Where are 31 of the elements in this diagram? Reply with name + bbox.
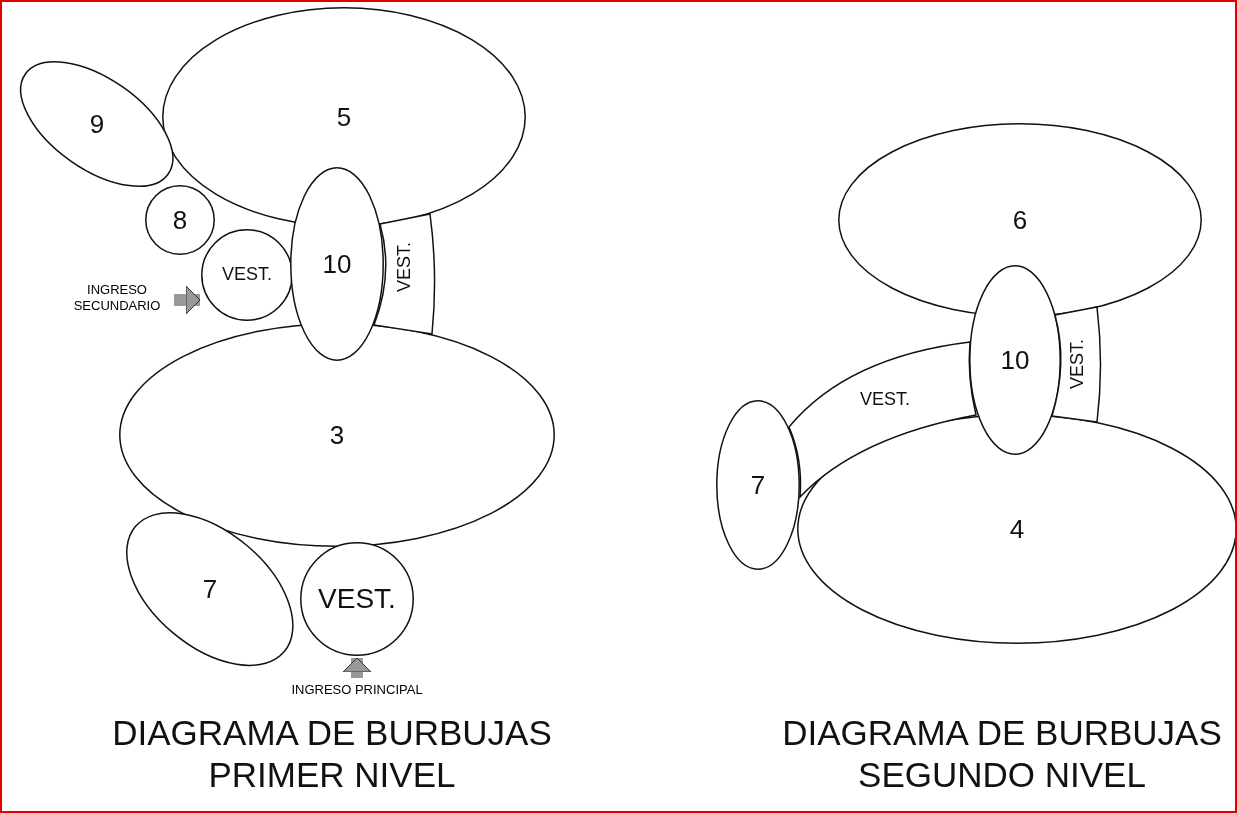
room-label: 3 [329, 420, 345, 450]
vestibule-bubble [201, 229, 293, 321]
room-label: 7 [202, 574, 218, 604]
vestibule-bubble [300, 542, 414, 656]
room-label: 10 [1000, 345, 1030, 375]
room-label: 7 [750, 470, 766, 500]
entrance-label: INGRESO SECUNDARIO [72, 282, 162, 314]
room-label: VEST. [395, 242, 415, 292]
room-bubble [716, 400, 800, 570]
block-arrow [174, 285, 201, 315]
corridor-band [1050, 305, 1104, 423]
entrance-label: INGRESO PRINCIPAL [290, 682, 424, 698]
room-label: VEST. [1068, 339, 1088, 389]
room-label: 6 [1012, 205, 1028, 235]
block-arrow [342, 657, 372, 678]
room-bubble [145, 185, 215, 255]
room-label: 5 [336, 102, 352, 132]
room-label: 4 [1009, 514, 1025, 544]
room-bubble [126, 511, 294, 667]
room-label: VEST. [222, 265, 272, 285]
room-label: VEST. [318, 583, 396, 615]
room-label: VEST. [860, 390, 910, 410]
room-label: 8 [172, 205, 188, 235]
room-bubble [119, 323, 555, 547]
diagram-heading: DIAGRAMA DE BURBUJAS SEGUNDO NIVEL [781, 712, 1223, 796]
room-label: 10 [322, 249, 352, 279]
room-bubble [838, 123, 1202, 317]
room-bubble [20, 61, 174, 187]
room-label: 9 [89, 109, 105, 139]
corridor-band [372, 213, 438, 335]
diagram-heading: DIAGRAMA DE BURBUJAS PRIMER NIVEL [111, 712, 553, 796]
